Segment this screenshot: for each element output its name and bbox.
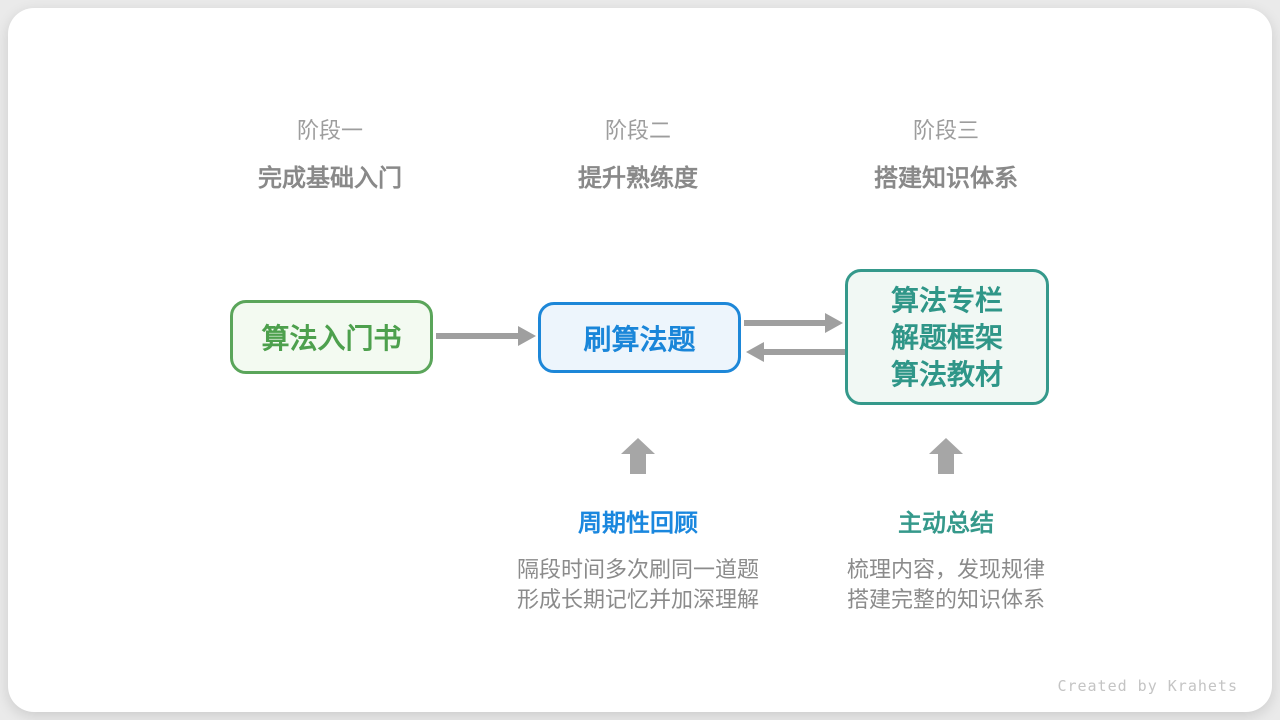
stage-3-label: 阶段三 (912, 118, 979, 143)
annotation-summarize-line-1: 梳理内容，发现规律 (846, 557, 1045, 582)
node-resources-line-1: 算法专栏 (890, 284, 1003, 316)
node-intro-book-label: 算法入门书 (261, 323, 402, 354)
arrow-right-icon (436, 326, 536, 346)
stage-2-label: 阶段二 (604, 118, 671, 143)
node-intro-book: 算法入门书 (230, 300, 433, 374)
stage-3-title: 搭建知识体系 (874, 165, 1018, 192)
node-practice-problems: 刷算法题 (538, 302, 741, 373)
annotation-review-title: 周期性回顾 (578, 510, 698, 537)
stage-2-title: 提升熟练度 (578, 165, 698, 192)
annotation-review-line-1: 隔段时间多次刷同一道题 (516, 557, 759, 582)
annotation-review-description: 隔段时间多次刷同一道题 形成长期记忆并加深理解 (488, 555, 788, 615)
arrow-shaft (436, 333, 520, 339)
node-practice-problems-label: 刷算法题 (583, 323, 696, 355)
stage-1-header: 阶段一 完成基础入门 (200, 118, 460, 193)
node-resources-line-2: 解题框架 (890, 321, 1003, 353)
stage-1-title: 完成基础入门 (258, 165, 402, 192)
node-knowledge-resources: 算法专栏 解题框架 算法教材 (845, 269, 1049, 405)
annotation-summarize-title: 主动总结 (898, 510, 994, 537)
up-arrow-head (929, 438, 963, 454)
stage-2-header: 阶段二 提升熟练度 (508, 118, 768, 193)
stage-1-label: 阶段一 (296, 118, 363, 143)
arrow-head (518, 326, 536, 346)
up-arrow-head (621, 438, 655, 454)
arrow-head (746, 342, 764, 362)
up-arrow-icon (621, 438, 655, 474)
arrow-right-icon (744, 313, 843, 333)
stage-3-header: 阶段三 搭建知识体系 (816, 118, 1076, 193)
credit-text: Created by Krahets (1057, 677, 1238, 695)
annotation-summarize-description: 梳理内容，发现规律 搭建完整的知识体系 (796, 555, 1096, 615)
up-arrow-icon (929, 438, 963, 474)
arrow-shaft (744, 320, 827, 326)
arrow-left-icon (746, 342, 845, 362)
annotation-summarize-line-2: 搭建完整的知识体系 (846, 587, 1045, 612)
up-arrow-stem (630, 454, 646, 474)
annotation-review-line-2: 形成长期记忆并加深理解 (516, 587, 759, 612)
arrow-head (825, 313, 843, 333)
arrow-shaft (762, 349, 845, 355)
up-arrow-stem (938, 454, 954, 474)
node-resources-line-3: 算法教材 (890, 358, 1003, 390)
